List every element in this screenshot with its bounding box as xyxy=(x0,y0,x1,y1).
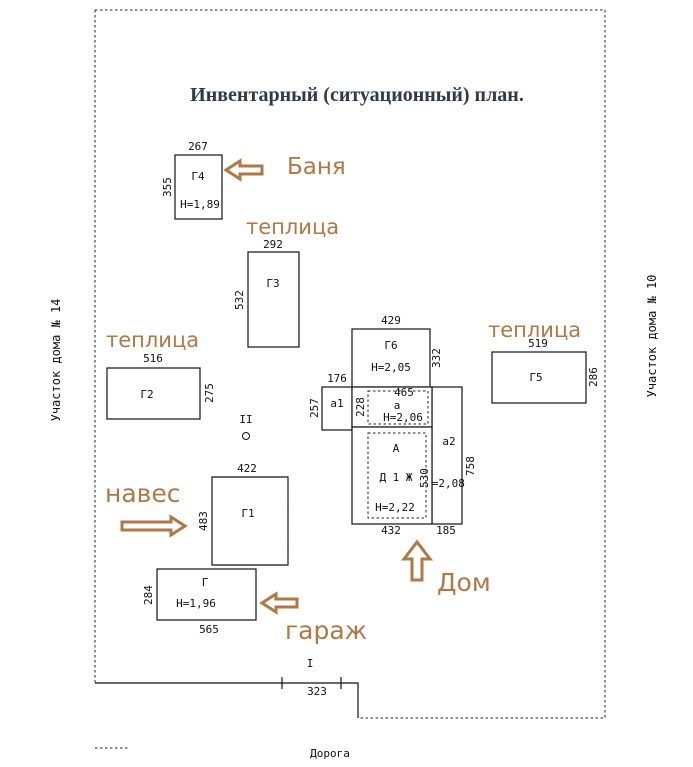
arrow-left-icon xyxy=(259,591,299,615)
road-label: Дорога xyxy=(310,747,350,760)
annotation-teplitsa-3: теплица xyxy=(488,318,581,342)
arrow-right-icon xyxy=(120,514,188,538)
point-ii-label: II xyxy=(239,413,252,426)
building-house-inner xyxy=(367,432,427,519)
annotation-dom: Дом xyxy=(437,568,491,597)
plan-title: Инвентарный (ситуационный) план. xyxy=(190,84,524,106)
building-house xyxy=(351,426,433,525)
g3-width: 292 xyxy=(263,238,283,251)
annotation-teplitsa-1: теплица xyxy=(246,215,339,239)
neighbor-left-label: Участок дома № 14 xyxy=(49,299,63,422)
house-depth: 530 xyxy=(418,468,431,488)
g4-depth: 355 xyxy=(161,177,174,197)
g5-width: 519 xyxy=(528,337,548,350)
building-g6 xyxy=(351,328,431,388)
building-g1 xyxy=(211,476,289,566)
g6-width: 429 xyxy=(381,314,401,327)
building-a-inner xyxy=(367,390,429,425)
a1-width: 176 xyxy=(327,372,347,385)
g5-label: Г5 xyxy=(529,371,542,384)
g4-label: Г4 xyxy=(191,170,205,183)
g6-height: Н=2,05 xyxy=(371,361,411,374)
point-i-label: I xyxy=(307,657,314,670)
g6-depth: 332 xyxy=(430,348,443,368)
annotation-teplitsa-2: теплица xyxy=(106,328,199,352)
arrow-up-icon xyxy=(400,539,434,582)
building-g2 xyxy=(106,367,201,420)
a1-label: а1 xyxy=(330,397,343,410)
arrow-left-icon xyxy=(223,158,264,182)
house-label: А xyxy=(393,442,400,455)
a-width: 465 xyxy=(394,386,414,399)
a1-depth: 257 xyxy=(308,398,321,418)
g-width: 565 xyxy=(199,623,219,636)
house-label2: Д 1 Ж xyxy=(379,471,412,484)
a-label: а xyxy=(394,399,401,412)
point-ii-icon xyxy=(242,432,250,440)
building-a2 xyxy=(431,386,463,525)
building-g5 xyxy=(491,351,587,404)
g2-width: 516 xyxy=(143,352,163,365)
building-a1 xyxy=(321,386,353,431)
g-label: Г xyxy=(202,576,209,589)
g4-width: 267 xyxy=(188,140,208,153)
g-height: Н=1,96 xyxy=(176,597,216,610)
a2-label: а2 xyxy=(442,435,455,448)
house-height: Н=2,22 xyxy=(375,501,415,514)
annotation-naves: навес xyxy=(105,479,181,508)
gate-width: 323 xyxy=(307,685,327,698)
a2-depth: 758 xyxy=(464,456,477,476)
g1-label: Г1 xyxy=(241,507,254,520)
g2-label: Г2 xyxy=(140,388,153,401)
road-boundary xyxy=(95,682,359,718)
neighbor-right-label: Участок дома № 10 xyxy=(645,275,659,398)
a-height: Н=2,06 xyxy=(383,411,423,424)
building-g3 xyxy=(247,251,300,348)
a-depth: 228 xyxy=(354,397,367,417)
annotation-garazh: гараж xyxy=(285,616,367,645)
plot-boundary xyxy=(94,9,606,719)
g1-depth: 483 xyxy=(197,511,210,531)
g5-depth: 286 xyxy=(587,367,600,387)
annotation-banya: Баня xyxy=(287,154,346,180)
a2-width: 185 xyxy=(436,524,456,537)
g2-depth: 275 xyxy=(203,383,216,403)
building-g xyxy=(156,568,257,621)
g4-height: Н=1,89 xyxy=(180,198,220,211)
house-width: 432 xyxy=(381,524,401,537)
g1-width: 422 xyxy=(237,462,257,475)
building-g4 xyxy=(174,154,223,220)
g-depth: 284 xyxy=(142,585,155,605)
g3-depth: 532 xyxy=(233,290,246,310)
g6-label: Г6 xyxy=(384,339,397,352)
g3-label: Г3 xyxy=(266,277,279,290)
a2-height: Н=2,08 xyxy=(425,477,465,490)
